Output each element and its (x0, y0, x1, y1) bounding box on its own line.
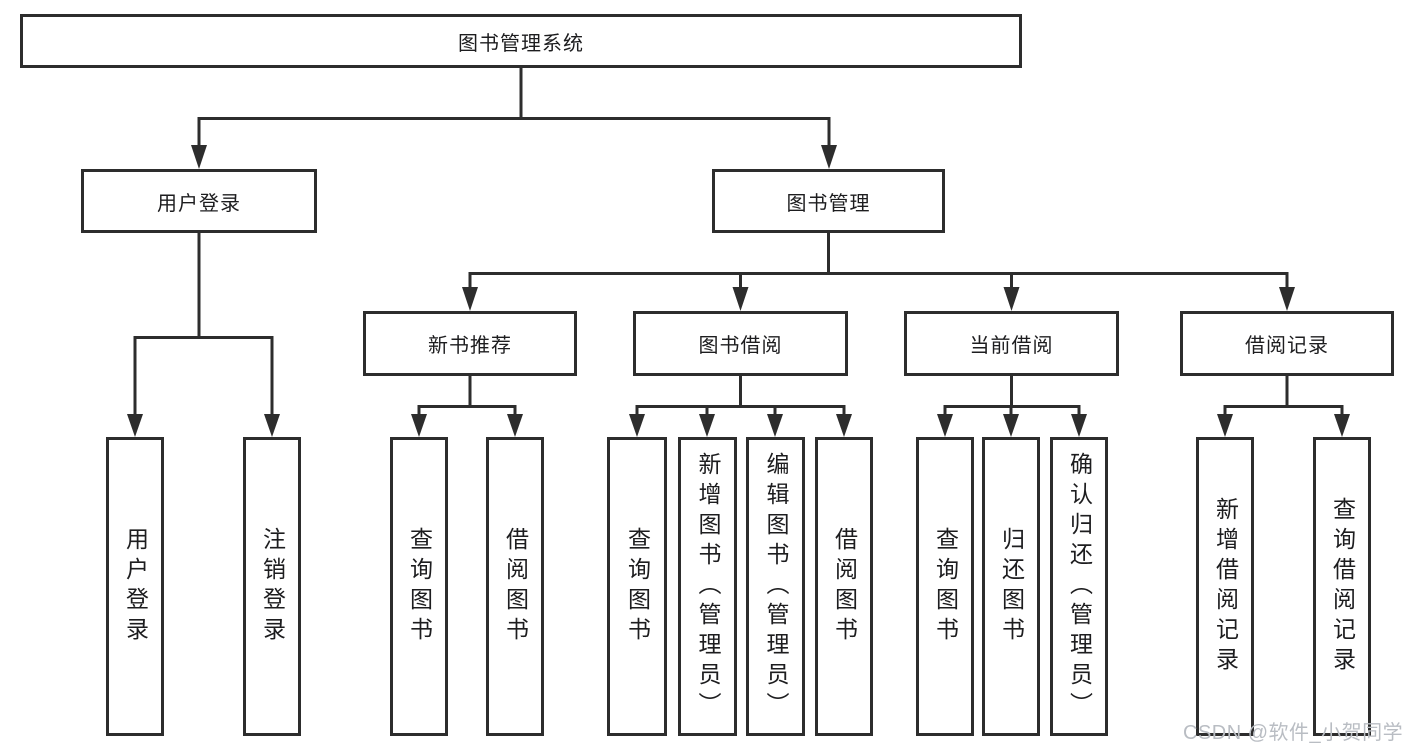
connector-user-login-children (127, 233, 280, 437)
leaf-query-borrow-record: 查询借阅记录 (1313, 437, 1371, 736)
node-current-borrow-label: 当前借阅 (969, 335, 1054, 357)
leaf-confirm-return-admin-label: 确认归还（管理员） (1066, 451, 1093, 722)
leaf-add-borrow-record: 新增借阅记录 (1196, 437, 1254, 736)
connector-borrow-records-children (1217, 376, 1350, 437)
node-user-login: 用户登录 (81, 169, 317, 233)
leaf-return-books-label: 归还图书 (998, 526, 1025, 647)
connector-root-to-level2 (191, 68, 837, 169)
connector-current-borrow-children (937, 376, 1087, 437)
node-borrow-records-label: 借阅记录 (1245, 335, 1329, 357)
node-new-book-recommend: 新书推荐 (363, 311, 577, 376)
node-current-borrow: 当前借阅 (904, 311, 1119, 376)
csdn-watermark: CSDN @软件_小贺同学 (1183, 722, 1404, 744)
leaf-borrow-books-1: 借阅图书 (486, 437, 544, 736)
node-root-system: 图书管理系统 (20, 14, 1022, 68)
leaf-borrow-books-1-label: 借阅图书 (502, 526, 529, 647)
leaf-confirm-return-admin: 确认归还（管理员） (1050, 437, 1108, 736)
leaf-query-books-1-label: 查询图书 (406, 526, 433, 647)
node-book-borrow-label: 图书借阅 (698, 335, 783, 357)
leaf-query-borrow-record-label: 查询借阅记录 (1329, 496, 1356, 677)
leaf-add-books-admin: 新增图书（管理员） (678, 437, 737, 736)
leaf-query-books-3-label: 查询图书 (932, 526, 959, 647)
leaf-user-login: 用户登录 (106, 437, 164, 736)
connector-new-books-children (411, 376, 523, 437)
node-book-borrow: 图书借阅 (633, 311, 848, 376)
connector-book-borrow-children (629, 376, 852, 437)
leaf-user-login-label: 用户登录 (122, 526, 149, 647)
leaf-borrow-books-2: 借阅图书 (815, 437, 873, 736)
node-new-book-recommend-label: 新书推荐 (428, 335, 512, 357)
leaf-logout: 注销登录 (243, 437, 301, 736)
leaf-borrow-books-2-label: 借阅图书 (831, 526, 858, 647)
node-borrow-records: 借阅记录 (1180, 311, 1394, 376)
connector-book-mgmt-to-level3 (462, 233, 1295, 311)
leaf-edit-books-admin-label: 编辑图书（管理员） (763, 451, 789, 722)
node-user-login-label: 用户登录 (157, 192, 241, 215)
leaf-query-books-3: 查询图书 (916, 437, 974, 736)
leaf-logout-label: 注销登录 (259, 526, 286, 647)
leaf-edit-books-admin: 编辑图书（管理员） (746, 437, 805, 736)
leaf-query-books-1: 查询图书 (390, 437, 448, 736)
leaf-add-borrow-record-label: 新增借阅记录 (1212, 496, 1239, 677)
node-root-system-label: 图书管理系统 (458, 32, 584, 55)
leaf-query-books-2: 查询图书 (607, 437, 667, 736)
node-book-management: 图书管理 (712, 169, 945, 233)
leaf-return-books: 归还图书 (982, 437, 1040, 736)
leaf-add-books-admin-label: 新增图书（管理员） (695, 451, 721, 722)
node-book-management-label: 图书管理 (786, 192, 871, 215)
leaf-query-books-2-label: 查询图书 (624, 526, 651, 647)
